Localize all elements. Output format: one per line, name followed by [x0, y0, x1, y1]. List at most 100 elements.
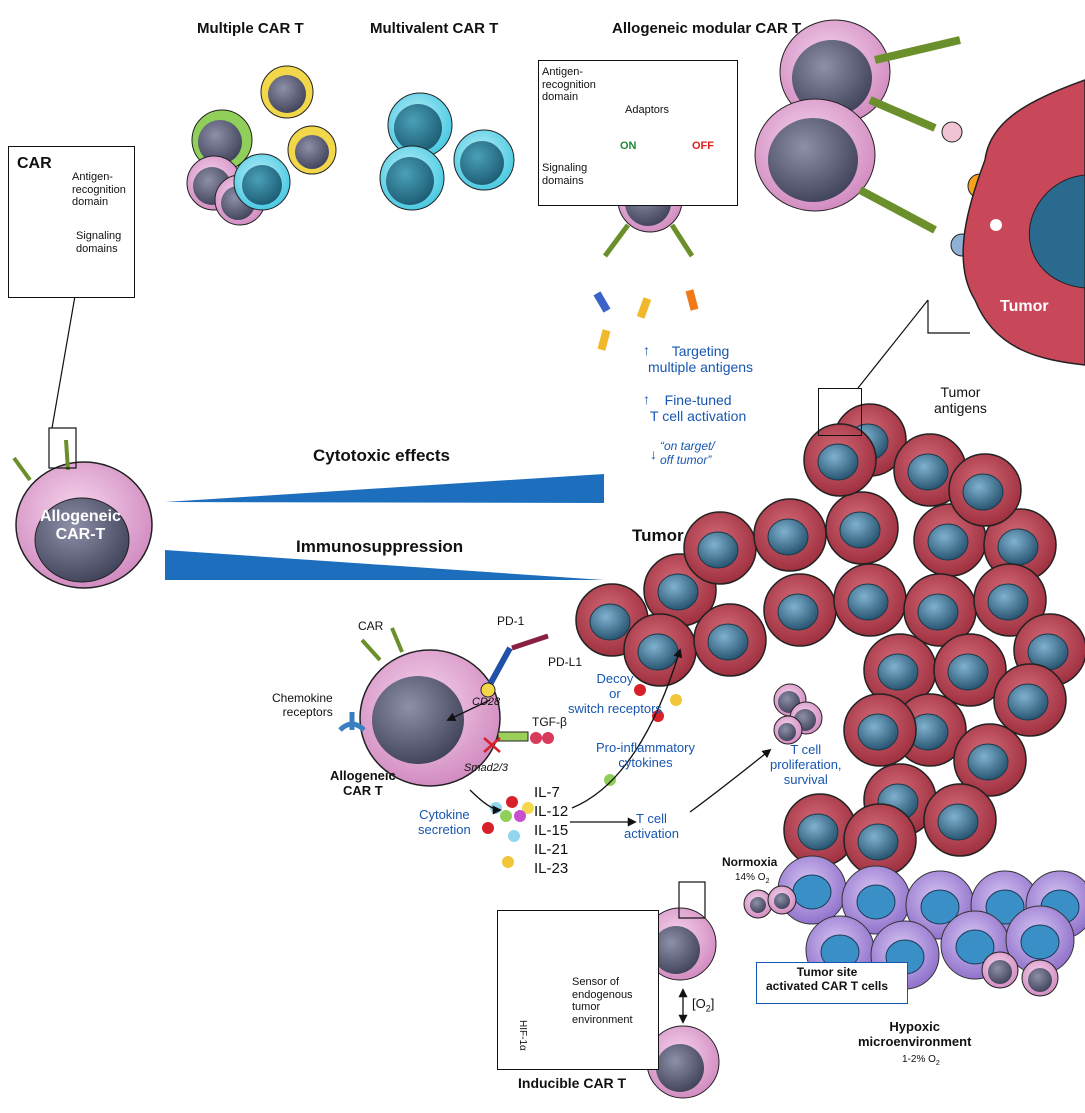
- arrow-down-1: ↓: [650, 446, 657, 462]
- car-connector: [51, 295, 76, 429]
- mech-tgfb: TGF-β: [532, 715, 567, 729]
- title-multiple-car-t: Multiple CAR T: [197, 20, 304, 37]
- effect-ontarget: “on target/ off tumor”: [660, 439, 715, 467]
- hypoxic-o2: 1-2% O2: [902, 1054, 940, 1068]
- tumor-cell: [893, 433, 967, 507]
- mechanism-arrows: [469, 648, 772, 1024]
- mechanism-car-t-cell: [338, 627, 554, 787]
- tumor-cell: [953, 723, 1027, 797]
- mech-cytokine-secretion: Cytokine secretion: [418, 807, 471, 837]
- title-allogeneic-modular: Allogeneic modular CAR T: [612, 20, 802, 37]
- allogeneic-modular-attack-cells: [754, 19, 993, 257]
- tumor-cell: [843, 693, 917, 767]
- mech-proinflam: Pro-inflammatory cytokines: [596, 740, 695, 770]
- hypoxic-cell: [777, 855, 847, 925]
- mech-il23: IL-23: [534, 860, 569, 877]
- title-multivalent-car-t: Multivalent CAR T: [370, 20, 499, 37]
- inducible-o2-open: [O: [692, 996, 706, 1011]
- mech-proliferation: T cell proliferation, survival: [770, 742, 842, 787]
- arrow-up-2: ↑: [643, 391, 650, 407]
- inducible-o2-sub: 2: [705, 1003, 711, 1014]
- modular-off: OFF: [692, 140, 714, 152]
- normoxia-o2-sub: 2: [765, 878, 770, 885]
- label-tumor: Tumor: [632, 526, 684, 545]
- effect-targeting: Targeting multiple antigens: [648, 343, 754, 376]
- inducible-sensor: Sensor of endogenous tumor environment: [572, 976, 633, 1026]
- inducible-cells: [643, 881, 1059, 1099]
- tumor-cell: [825, 491, 899, 565]
- tumor-antigens-zoom-square: [818, 388, 862, 436]
- normoxia-o2-text: 14% O: [735, 872, 766, 883]
- tumor-cell: [973, 563, 1047, 637]
- hypoxic-o2-text: 1-2% O: [902, 1054, 936, 1065]
- normoxia-label: Normoxia: [722, 855, 778, 869]
- inducible-legend-box: [497, 910, 659, 1070]
- car-legend-box: [8, 146, 135, 298]
- tumor-cell: [753, 498, 827, 572]
- hypoxic-cell: [1005, 905, 1075, 975]
- tumor-cell: [803, 423, 877, 497]
- tumor-cell: [948, 453, 1022, 527]
- mech-allogeneic-cart: Allogeneic CAR T: [330, 768, 396, 798]
- proliferating-t-cells: [773, 683, 823, 745]
- modular-on: ON: [620, 140, 637, 152]
- car-box-title: CAR: [17, 155, 52, 172]
- arrow-up-1: ↑: [643, 342, 650, 358]
- mech-smad: Smad2/3: [464, 762, 509, 774]
- label-tumor-antigens: Tumor antigens: [934, 384, 987, 417]
- multiple-car-t-cells: [186, 65, 337, 226]
- mech-pd1: PD-1: [497, 614, 525, 628]
- hypoxic-o2-sub: 2: [935, 1060, 940, 1067]
- modular-adaptors: Adaptors: [625, 104, 670, 116]
- tumor-cell: [843, 803, 917, 877]
- tumor-cell: [993, 663, 1067, 737]
- tumor-cell: [833, 563, 907, 637]
- tumor-cell: [683, 511, 757, 585]
- adaptor-molecules: [593, 289, 699, 351]
- inducible-title: Inducible CAR T: [518, 1075, 627, 1091]
- car-zoom-square: [48, 427, 77, 469]
- allogeneic-car-t-cell: [12, 427, 153, 589]
- mech-il15: IL-15: [534, 822, 569, 839]
- tumor-cell: [763, 573, 837, 647]
- mech-t-activation: T cell activation: [624, 811, 679, 841]
- cytotoxic-wedge: [165, 474, 604, 503]
- modular-signaling: Signaling domains: [542, 162, 588, 187]
- label-tumor-top: Tumor: [1000, 298, 1049, 315]
- modular-legend-box: [538, 60, 738, 206]
- mech-pdl1: PD-L1: [548, 655, 583, 669]
- car-box-antigen: Antigen- recognition domain: [72, 171, 126, 209]
- mech-decoy: Decoy or switch receptors: [568, 671, 662, 716]
- mech-car: CAR: [358, 619, 384, 633]
- mech-chemokine: Chemokine receptors: [272, 691, 333, 719]
- tumor-top-right: [962, 79, 1085, 366]
- mech-il21: IL-21: [534, 841, 569, 858]
- car-box-signaling: Signaling domains: [76, 230, 122, 255]
- hypoxic-cell: [870, 920, 940, 990]
- tumor-cell: [933, 633, 1007, 707]
- tumor-cell: [623, 613, 697, 687]
- mech-cd28: CD28: [472, 696, 501, 708]
- tumor-cell: [863, 633, 937, 707]
- mech-il12: IL-12: [534, 803, 569, 820]
- inducible-o2-close: ]: [710, 996, 715, 1011]
- hypoxic-label: Hypoxic microenvironment: [858, 1019, 972, 1049]
- multivalent-car-t-cells: [379, 92, 515, 211]
- hypoxic-cell: [841, 865, 911, 935]
- immunosuppression-wedge: [165, 550, 604, 580]
- tumor-site-activated-box: [756, 962, 908, 1004]
- hypoxic-cells: [777, 855, 1085, 990]
- mech-il7: IL-7: [534, 784, 560, 801]
- tumor-cell: [903, 573, 977, 647]
- inducible-o2: [O2]: [692, 996, 715, 1014]
- modular-antigen: Antigen- recognition domain: [542, 66, 596, 104]
- label-immunosuppression: Immunosuppression: [296, 537, 464, 556]
- label-cytotoxic: Cytotoxic effects: [313, 446, 450, 465]
- inducible-hif: HIF-1α: [517, 1020, 528, 1051]
- tumor-connector: [857, 299, 929, 389]
- normoxia-o2: 14% O2: [735, 872, 769, 886]
- tumor-mass: [575, 403, 1085, 877]
- tumor-zoom-bracket: [927, 300, 970, 334]
- label-allogeneic-cart: Allogeneic CAR-T: [40, 508, 121, 544]
- tumor-cell: [923, 783, 997, 857]
